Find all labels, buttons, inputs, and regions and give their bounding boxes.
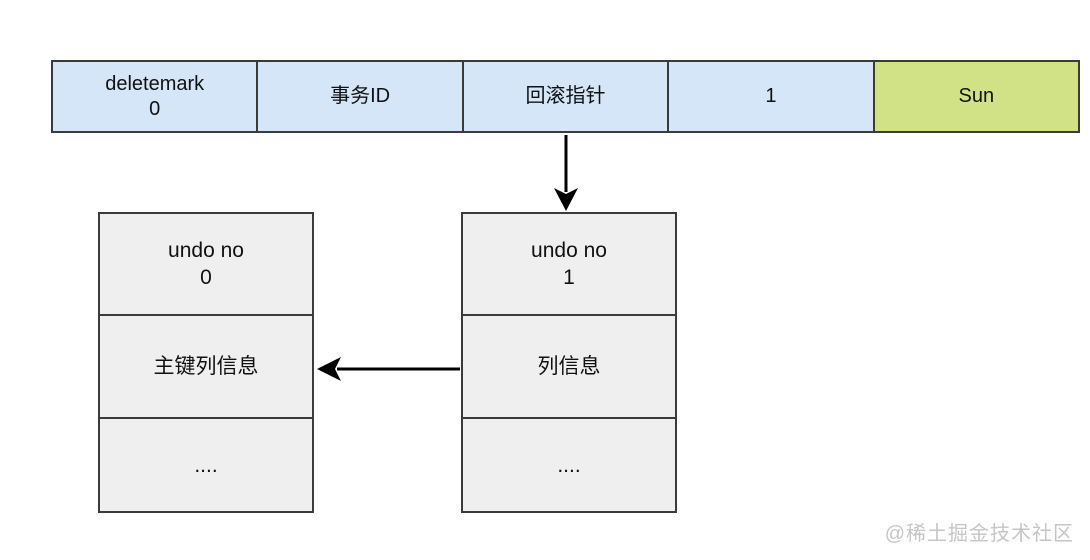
undo-row-value: 1 [563,266,575,289]
undo1-row-header: undo no 1 [463,214,675,316]
record-cell-rollback-pointer: 回滚指针 [463,62,670,131]
undo-log-box-1: undo no 1 列信息 .... [461,212,677,513]
record-cell-label: Sun [958,85,995,107]
undo-row-label: undo no [531,239,607,262]
undo-row-label: .... [557,453,581,477]
record-cell-label: 事务ID [330,85,391,107]
undo-row-value: 0 [200,266,212,289]
undo0-row-ellipsis: .... [100,419,312,511]
undo0-row-primary-key-info: 主键列信息 [100,316,312,419]
undo1-row-ellipsis: .... [463,419,675,511]
undo-log-box-0: undo no 0 主键列信息 .... [98,212,314,513]
record-cell-deletemark: deletemark 0 [53,62,259,131]
undo-row-label: 列信息 [537,355,601,378]
undo0-row-header: undo no 0 [100,214,312,316]
undo-row-label: .... [194,453,218,477]
record-cell-value: 0 [149,97,161,120]
record-cell-label: deletemark [105,72,205,95]
record-cell-label: 1 [765,85,777,107]
record-cell-label: 回滚指针 [525,85,606,107]
record-row: deletemark 0 事务ID 回滚指针 1 Sun [51,60,1080,133]
undo-row-label: 主键列信息 [153,355,259,378]
arrow-rollback-pointer-to-undo1 [554,135,578,211]
record-cell-transaction-id: 事务ID [258,62,464,131]
record-cell-value-sun: Sun [874,62,1079,131]
arrow-undo1-to-undo0 [317,357,460,381]
watermark: @稀土掘金技术社区 [884,523,1074,545]
undo-row-label: undo no [168,239,244,262]
undo1-row-column-info: 列信息 [463,316,675,419]
record-cell-value-1: 1 [669,62,875,131]
